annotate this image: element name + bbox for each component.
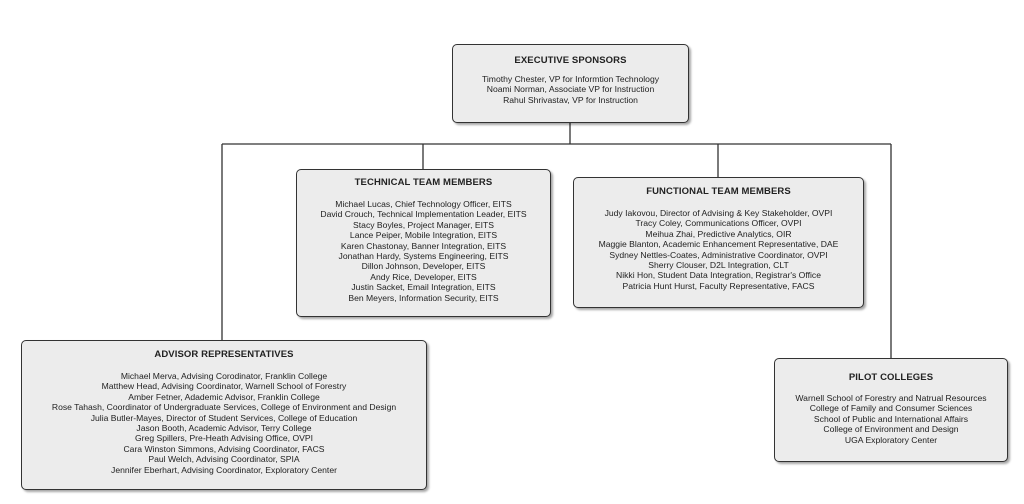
functional-member: Sydney Nettles-Coates, Administrative Co… [609,249,828,260]
advisor-member: Matthew Head, Advising Coordinator, Warn… [101,381,347,392]
technical-member: David Crouch, Technical Implementation L… [320,209,527,220]
advisor-member: Julia Butler-Mayes, Director of Student … [90,412,358,423]
functional-member: Tracy Coley, Communications Officer, OVP… [635,218,802,229]
executive-sponsors-title: EXECUTIVE SPONSORS [514,55,627,66]
advisor-member: Michael Merva, Advising Corodinator, Fra… [120,371,328,381]
functional-member: Meihua Zhai, Predictive Analytics, OIR [645,228,792,239]
executive-member: Timothy Chester, VP for Informtion Techn… [481,74,660,84]
functional-team-title: FUNCTIONAL TEAM MEMBERS [646,186,791,197]
technical-member: Dillon Johnson, Developer, EITS [361,261,486,272]
functional-member: Judy Iakovou, Director of Advising & Key… [604,208,833,218]
executive-member: Rahul Shrivastav, VP for Instruction [503,94,638,105]
functional-member: Maggie Blanton, Academic Enhancement Rep… [598,239,839,250]
technical-member: Jonathan Hardy, Systems Engineering, EIT… [338,251,509,262]
advisor-member: Paul Welch, Advising Coordinator, SPIA [148,454,300,465]
pilot-college: School of Public and International Affai… [813,413,969,424]
technical-member: Ben Meyers, Information Security, EITS [348,292,499,303]
functional-team-box: FUNCTIONAL TEAM MEMBERS Judy Iakovou, Di… [573,177,864,308]
advisor-member: Greg Spillers, Pre-Heath Advising Office… [135,433,313,444]
technical-member: Andy Rice, Developer, EITS [370,271,477,282]
technical-member: Justin Sacket, Email Integration, EITS [351,282,496,293]
technical-member: Stacy Boyles, Project Manager, EITS [353,219,494,230]
functional-member: Sherry Clouser, D2L Integration, CLT [648,260,789,271]
advisor-member: Cara Winston Simmons, Advising Coordinat… [123,443,325,454]
advisor-member: Rose Tahash, Coordinator of Undergraduat… [51,402,397,413]
advisor-member: Amber Fetner, Adademic Advisor, Franklin… [128,391,320,402]
advisor-representatives-box: ADVISOR REPRESENTATIVES Michael Merva, A… [21,340,427,490]
pilot-college: UGA Exploratory Center [844,434,938,445]
advisor-member: Jennifer Eberhart, Advising Coordinator,… [111,464,337,475]
pilot-college: College of Environment and Design [823,424,959,435]
advisor-representatives-title: ADVISOR REPRESENTATIVES [154,349,294,360]
executive-member: Noami Norman, Associate VP for Instructi… [486,84,655,95]
advisor-member: Jason Booth, Academic Advisor, Terry Col… [136,423,312,434]
pilot-college: College of Family and Consumer Sciences [809,403,973,414]
pilot-colleges-box: PILOT COLLEGES Warnell School of Forestr… [774,358,1008,462]
functional-member: Patricia Hunt Hurst, Faculty Representat… [622,280,815,291]
technical-member: Lance Peiper, Mobile Integration, EITS [349,230,498,241]
functional-member: Nikki Hon, Student Data Integration, Reg… [616,270,821,281]
pilot-colleges-title: PILOT COLLEGES [848,372,934,383]
technical-team-title: TECHNICAL TEAM MEMBERS [354,177,493,188]
technical-member: Karen Chastonay, Banner Integration, EIT… [340,240,507,251]
pilot-college: Warnell School of Forestry and Natrual R… [795,393,987,403]
technical-member: Michael Lucas, Chief Technology Officer,… [335,199,512,209]
executive-sponsors-box: EXECUTIVE SPONSORS Timothy Chester, VP f… [452,44,689,123]
technical-team-box: TECHNICAL TEAM MEMBERS Michael Lucas, Ch… [296,169,551,317]
